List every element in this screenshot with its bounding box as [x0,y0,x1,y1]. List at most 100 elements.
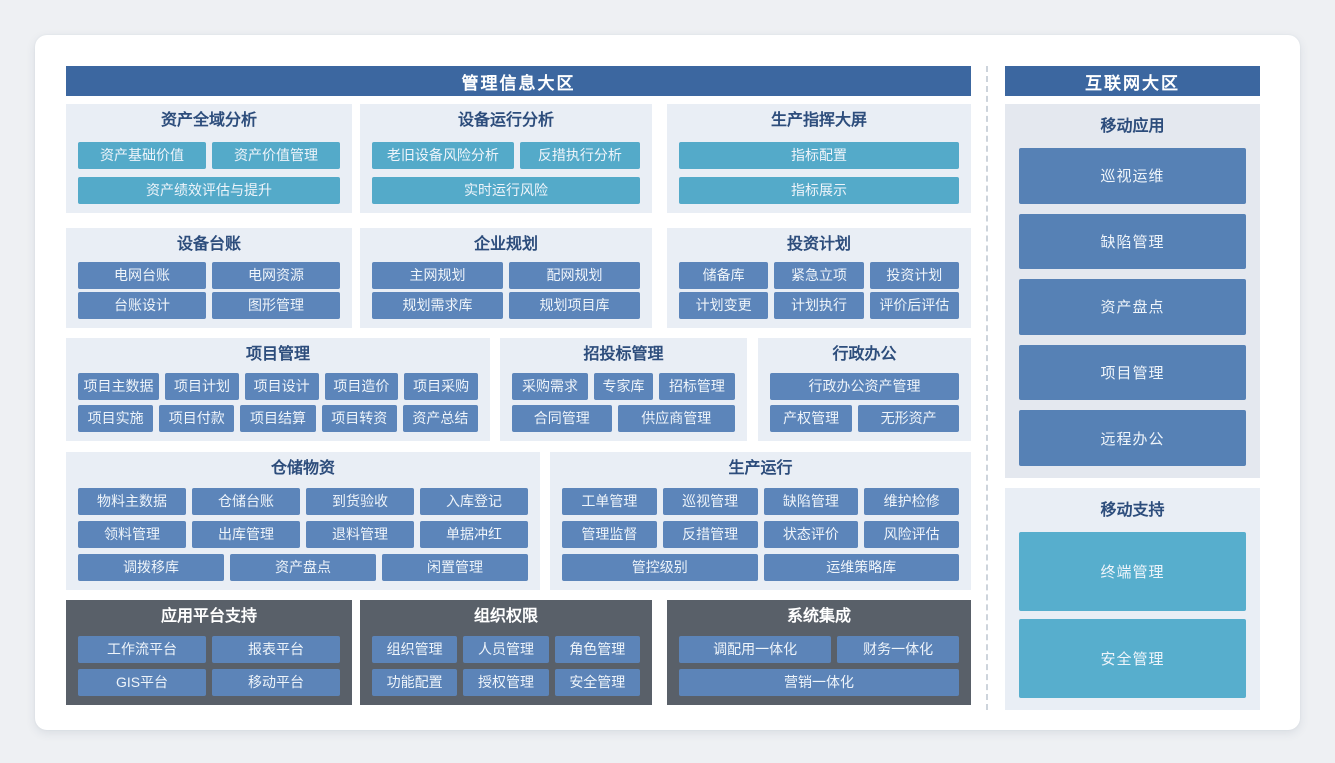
module-button[interactable]: 领料管理 [78,521,186,548]
module-button[interactable]: 电网台账 [78,261,206,289]
module-button[interactable]: 指标配置 [679,142,959,169]
module-button[interactable]: 项目转资 [321,405,397,432]
module-button[interactable]: 管理监督 [562,521,657,548]
module-button[interactable]: 台账设计 [78,292,206,319]
module-button[interactable]: 采购需求 [512,373,589,400]
module-button[interactable]: 计划执行 [774,292,864,319]
button-row: 行政办公资产管理 [770,373,959,400]
module-button[interactable]: 退料管理 [306,521,414,548]
zone-row-2: 设备台账 电网台账 电网资源 台账设计 图形管理 企业规划 主网规划 配网规划 … [66,228,971,328]
module-button[interactable]: 物料主数据 [78,488,186,515]
group-sys-integration: 系统集成 调配用一体化 财务一体化 营销一体化 [667,600,971,705]
button-row: 合同管理 供应商管理 [512,405,735,432]
module-button[interactable]: 工作流平台 [78,636,206,663]
module-button[interactable]: 管控级别 [562,554,758,581]
module-button[interactable]: 反措执行分析 [519,142,640,169]
module-button[interactable]: 项目计划 [165,373,239,400]
module-button[interactable]: 安全管理 [554,669,640,696]
module-button[interactable]: 图形管理 [212,292,340,319]
module-button[interactable]: 缺陷管理 [763,488,859,515]
module-button[interactable]: 项目采购 [404,373,478,400]
module-button[interactable]: 项目主数据 [78,373,160,400]
module-button[interactable]: 老旧设备风险分析 [372,142,514,169]
module-button[interactable]: 投资计划 [869,261,959,289]
module-button[interactable]: 调拨移库 [78,554,224,581]
module-button[interactable]: 入库登记 [420,488,528,515]
group-mobile-support: 移动支持 终端管理 安全管理 [1005,488,1260,710]
module-button[interactable]: 调配用一体化 [679,636,832,663]
module-button[interactable]: 角色管理 [554,636,640,663]
button-row: GIS平台 移动平台 [78,669,340,696]
group-title: 系统集成 [786,608,851,625]
module-button[interactable]: 储备库 [679,261,769,289]
group-warehouse-materials: 仓储物资 物料主数据 仓储台账 到货验收 入库登记 领料管理 出库管理 退料管理… [66,452,540,590]
module-button[interactable]: 项目结算 [240,405,316,432]
module-button[interactable]: 专家库 [594,373,653,400]
module-button[interactable]: 闲置管理 [382,554,528,581]
module-button[interactable]: 资产总结 [402,405,479,432]
button-row: 计划变更 计划执行 评价后评估 [679,292,959,319]
module-button[interactable]: 移动平台 [212,669,340,696]
module-button[interactable]: GIS平台 [78,669,206,696]
zone-divider [986,66,988,710]
module-button[interactable]: 资产基础价值 [78,142,206,169]
module-button[interactable]: 项目设计 [244,373,319,400]
module-button[interactable]: 巡视运维 [1019,148,1246,204]
module-button[interactable]: 财务一体化 [837,636,959,663]
button-row: 采购需求 专家库 招标管理 [512,373,735,400]
module-button[interactable]: 规划项目库 [509,292,640,319]
module-button[interactable]: 项目造价 [324,373,399,400]
module-button[interactable]: 组织管理 [372,636,458,663]
module-button[interactable]: 招标管理 [658,373,735,400]
module-button[interactable]: 仓储台账 [192,488,300,515]
module-button[interactable]: 资产盘点 [1019,279,1246,335]
module-button[interactable]: 授权管理 [463,669,549,696]
module-button[interactable]: 状态评价 [763,521,859,548]
module-button[interactable]: 项目实施 [78,405,154,432]
module-button[interactable]: 到货验收 [306,488,414,515]
module-button[interactable]: 电网资源 [212,261,340,289]
module-button[interactable]: 评价后评估 [869,292,959,319]
module-button[interactable]: 工单管理 [562,488,657,515]
zone-row-1: 资产全域分析 资产基础价值 资产价值管理 资产绩效评估与提升 设备运行分析 老旧… [66,104,971,213]
module-button[interactable]: 出库管理 [192,521,300,548]
module-button[interactable]: 计划变更 [679,292,769,319]
module-button[interactable]: 规划需求库 [372,292,503,319]
module-button[interactable]: 实时运行风险 [372,177,640,204]
module-button[interactable]: 运维策略库 [763,554,959,581]
module-button[interactable]: 功能配置 [372,669,458,696]
module-button[interactable]: 报表平台 [212,636,340,663]
module-button[interactable]: 远程办公 [1019,410,1246,466]
module-button[interactable]: 项目管理 [1019,344,1246,401]
module-button[interactable]: 项目付款 [159,405,235,432]
group-title: 应用平台支持 [160,608,257,625]
module-button[interactable]: 终端管理 [1019,532,1246,611]
button-row: 领料管理 出库管理 退料管理 单据冲红 [78,521,528,548]
module-button[interactable]: 配网规划 [509,261,640,289]
module-button[interactable]: 合同管理 [512,405,612,432]
module-button[interactable]: 资产价值管理 [212,142,340,169]
module-button[interactable]: 巡视管理 [662,488,758,515]
button-row: 产权管理 无形资产 [770,405,959,432]
module-button[interactable]: 单据冲红 [420,521,528,548]
module-button[interactable]: 人员管理 [463,636,549,663]
module-button[interactable]: 主网规划 [372,261,503,289]
module-button[interactable]: 指标展示 [679,177,959,204]
module-button[interactable]: 营销一体化 [679,669,959,696]
module-button[interactable]: 安全管理 [1019,619,1246,698]
zone-row-4: 仓储物资 物料主数据 仓储台账 到货验收 入库登记 领料管理 出库管理 退料管理… [66,452,971,590]
internet-zone: 互联网大区 移动应用 巡视运维 缺陷管理 资产盘点 项目管理 远程办公 移动支持… [1005,66,1260,710]
module-button[interactable]: 维护检修 [864,488,959,515]
button-row: 管控级别 运维策略库 [562,554,959,581]
module-button[interactable]: 紧急立项 [774,261,864,289]
module-button[interactable]: 风险评估 [864,521,959,548]
module-button[interactable]: 行政办公资产管理 [770,373,959,400]
module-button[interactable]: 无形资产 [858,405,959,432]
module-button[interactable]: 资产盘点 [230,554,376,581]
module-button[interactable]: 供应商管理 [617,405,735,432]
module-button[interactable]: 产权管理 [770,405,853,432]
module-button[interactable]: 反措管理 [662,521,758,548]
module-button[interactable]: 缺陷管理 [1019,213,1246,270]
module-button[interactable]: 资产绩效评估与提升 [78,177,340,204]
group-title: 资产全域分析 [160,112,257,129]
